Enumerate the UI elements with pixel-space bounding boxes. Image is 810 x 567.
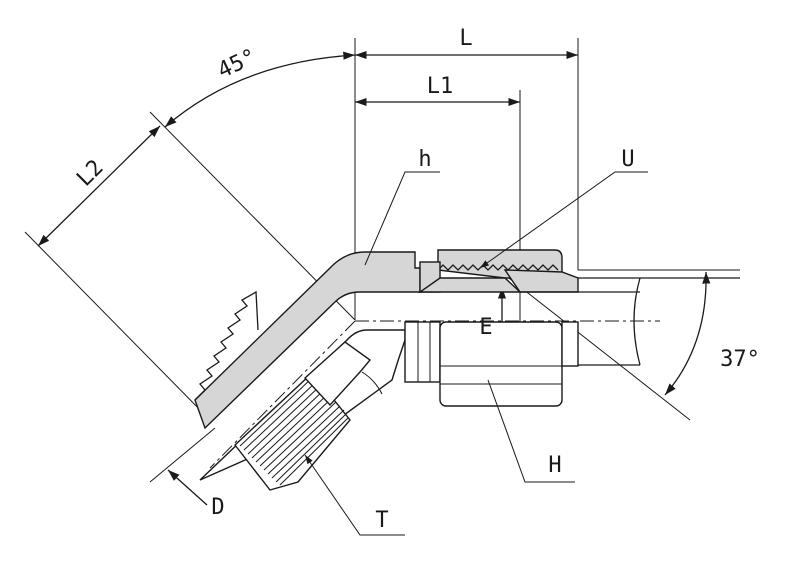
dimension-37-arc	[664, 271, 711, 396]
nut-hex	[439, 321, 563, 407]
elbow-fillet	[361, 371, 383, 395]
nut-thread-teeth	[437, 264, 559, 271]
dimension-45-arc	[164, 51, 356, 128]
label-e: E	[479, 315, 492, 340]
label-angle-45: 45°	[214, 44, 261, 83]
label-d: D	[211, 495, 224, 520]
extension-line-37-cone	[504, 274, 691, 421]
dimension-l2	[37, 125, 161, 247]
leader-h	[364, 171, 440, 266]
cone-seat	[503, 269, 579, 293]
label-l: L	[459, 26, 472, 51]
label-u: U	[621, 147, 634, 172]
centerline-45	[209, 320, 356, 469]
nut-skirt	[561, 321, 579, 367]
section-thread-teeth	[194, 290, 259, 401]
leaders	[304, 171, 648, 536]
extension-line-l2-bottom	[24, 231, 211, 421]
dimension-d	[167, 469, 208, 506]
dimension-lines	[24, 38, 740, 506]
body-collar	[404, 321, 441, 383]
leader-t	[304, 454, 405, 536]
fitting-section	[194, 249, 579, 430]
label-l1: L1	[427, 74, 454, 99]
thread-hatching	[239, 377, 349, 486]
leader-u	[479, 171, 648, 269]
elbow-hex	[304, 341, 372, 407]
label-H: H	[548, 453, 561, 478]
label-h: h	[418, 147, 431, 172]
leader-H	[487, 379, 575, 483]
label-l2: L2	[72, 155, 108, 191]
fitting-lower-half	[199, 321, 579, 491]
label-t: T	[375, 508, 388, 533]
extension-line-d	[149, 427, 216, 483]
label-angle-37: 37°	[720, 347, 760, 372]
